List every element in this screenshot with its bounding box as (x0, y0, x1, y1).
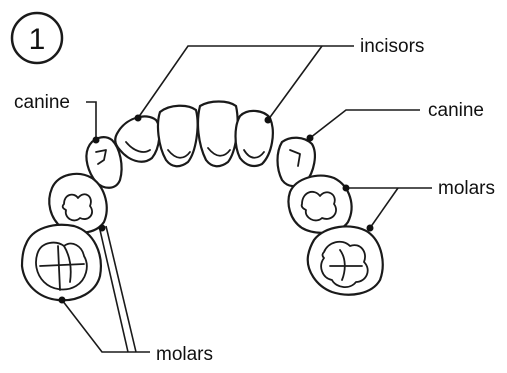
canine-left-label: canine (14, 92, 70, 113)
incisor-tooth-3 (198, 102, 238, 167)
incisor-tooth-2 (158, 106, 198, 167)
step-number-badge: 1 (12, 13, 62, 63)
molars-bottom-label: molars (156, 344, 213, 365)
molars-right-leader (343, 185, 433, 232)
molar-tooth-right-upper (289, 176, 352, 233)
step-number: 1 (29, 23, 46, 56)
canine-left-leader (86, 102, 100, 144)
incisor-tooth-1 (115, 116, 159, 161)
molars-right-label: molars (438, 178, 495, 199)
incisors-label: incisors (360, 36, 424, 57)
canine-right-leader (307, 110, 421, 142)
molar-tooth-right-lower (308, 226, 383, 294)
canine-right-label: canine (428, 100, 484, 121)
molar-tooth-left-lower (22, 225, 101, 300)
